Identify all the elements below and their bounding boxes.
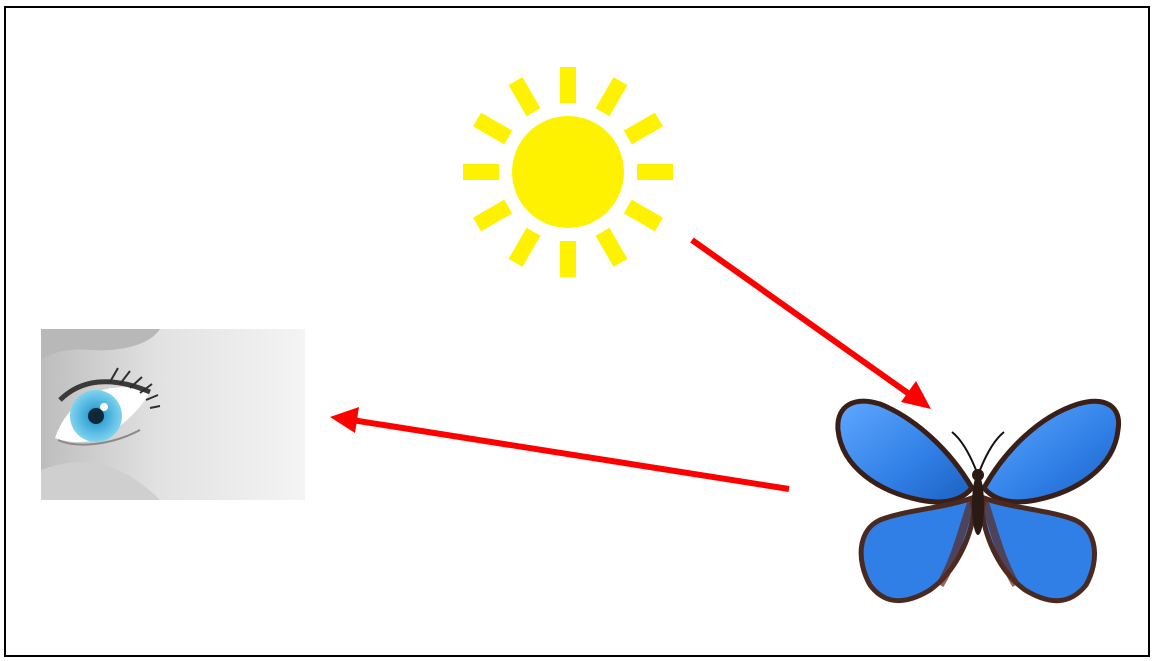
eye-icon (41, 329, 305, 500)
butterfly-icon (838, 401, 1119, 601)
arrow-butterfly-to-eye (330, 407, 789, 489)
arrow-sun-to-butterfly (692, 240, 931, 409)
sun-icon (463, 67, 673, 277)
